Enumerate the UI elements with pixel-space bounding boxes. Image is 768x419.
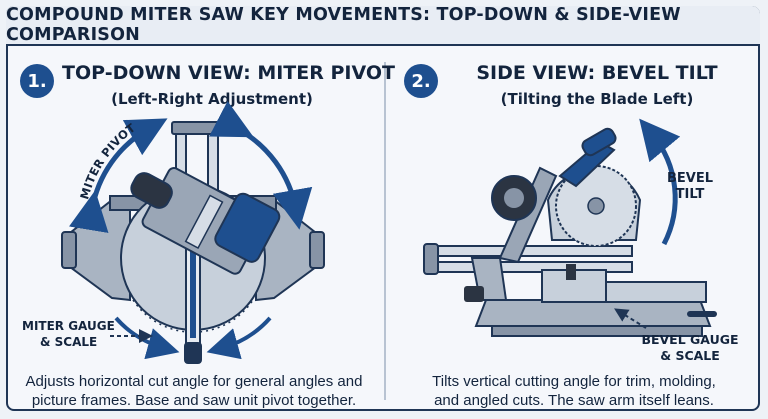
base-foot bbox=[491, 325, 703, 337]
right-caption-line-1: Tilts vertical cutting angle for trim, m… bbox=[432, 373, 716, 390]
bottom-arrow-right bbox=[206, 316, 272, 360]
rail-cap bbox=[171, 121, 223, 135]
right-base-foot bbox=[309, 231, 325, 269]
side-view-bevel-saw bbox=[423, 118, 717, 337]
left-heading: TOP-DOWN VIEW: MITER PIVOT bbox=[62, 62, 395, 84]
miter-pivot-arrow-right bbox=[209, 101, 313, 230]
miter-lock-knob bbox=[184, 342, 202, 364]
bottom-arrow-left bbox=[114, 316, 180, 360]
rear-knob bbox=[464, 286, 484, 302]
right-number-badge: 2. bbox=[404, 64, 438, 98]
bevel-tilt-label-line-1: BEVEL bbox=[667, 171, 713, 186]
miter-pivot-label-left: MITER PIVOT bbox=[77, 121, 138, 201]
bevel-tilt-label-line-2: TILT bbox=[676, 187, 705, 202]
saw-base bbox=[474, 299, 712, 327]
right-subheading: (Tilting the Blade Left) bbox=[500, 90, 694, 108]
bevel-gauge-label-line-1: BEVEL GAUGE bbox=[641, 332, 738, 347]
left-caption-line-1: Adjusts horizontal cut angle for general… bbox=[25, 373, 363, 390]
miter-scale-ticks bbox=[132, 299, 254, 333]
slide-rail-upper bbox=[431, 245, 633, 257]
rail-end-cap bbox=[423, 243, 439, 275]
left-base-foot bbox=[61, 231, 77, 269]
miter-gauge-label-line-1: MITER GAUGE bbox=[22, 319, 115, 333]
bevel-gauge-pointer bbox=[614, 308, 647, 329]
blade-line bbox=[190, 206, 196, 338]
bevel-gauge-label-line-2: & SCALE bbox=[660, 348, 720, 363]
title-bar: COMPOUND MITER SAW KEY MOVEMENTS: TOP-DO… bbox=[6, 5, 760, 46]
diagram-title: COMPOUND MITER SAW KEY MOVEMENTS: TOP-DO… bbox=[6, 5, 681, 45]
right-caption: Tilts vertical cutting angle for trim, m… bbox=[394, 372, 754, 410]
right-heading: SIDE VIEW: BEVEL TILT bbox=[476, 62, 718, 84]
left-number-badge: 1. bbox=[20, 64, 54, 98]
left-caption: Adjusts horizontal cut angle for general… bbox=[14, 372, 374, 410]
panel-divider bbox=[384, 62, 386, 400]
top-down-miter-saw bbox=[61, 101, 325, 364]
table-extension bbox=[605, 281, 707, 303]
fence-knob bbox=[566, 264, 576, 280]
right-caption-line-2: and angled cuts. The saw arm itself lean… bbox=[434, 392, 714, 409]
miter-gauge-label-line-2: & SCALE bbox=[40, 335, 97, 349]
miter-pivot-arrow-left bbox=[69, 118, 168, 233]
left-caption-line-2: picture frames. Base and saw unit pivot … bbox=[31, 392, 357, 409]
bevel-tilt-arrow bbox=[639, 118, 681, 246]
